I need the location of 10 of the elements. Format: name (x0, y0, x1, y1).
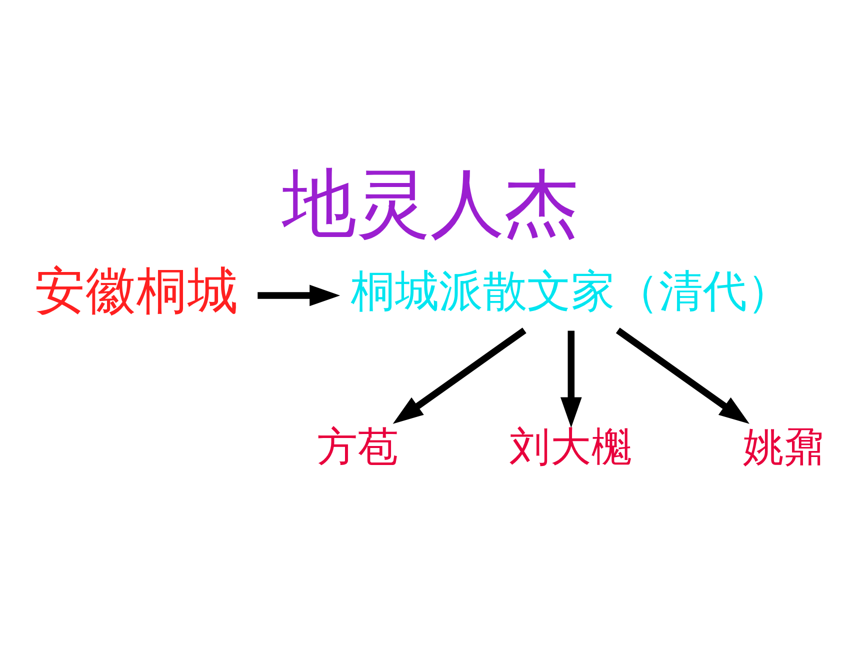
node-text: 刘大櫆 (510, 422, 633, 471)
arrow (616, 328, 750, 424)
node-text: 桐城派散文家（清代） (351, 266, 792, 318)
node-text: 姚鼐 (743, 422, 826, 471)
node-text: 方苞 (317, 422, 400, 471)
diagram-title: 地灵人杰 (282, 160, 578, 248)
node-text: 安徽桐城 (34, 261, 239, 320)
arrow (258, 284, 340, 306)
arrow (392, 328, 526, 424)
arrow (560, 330, 582, 428)
